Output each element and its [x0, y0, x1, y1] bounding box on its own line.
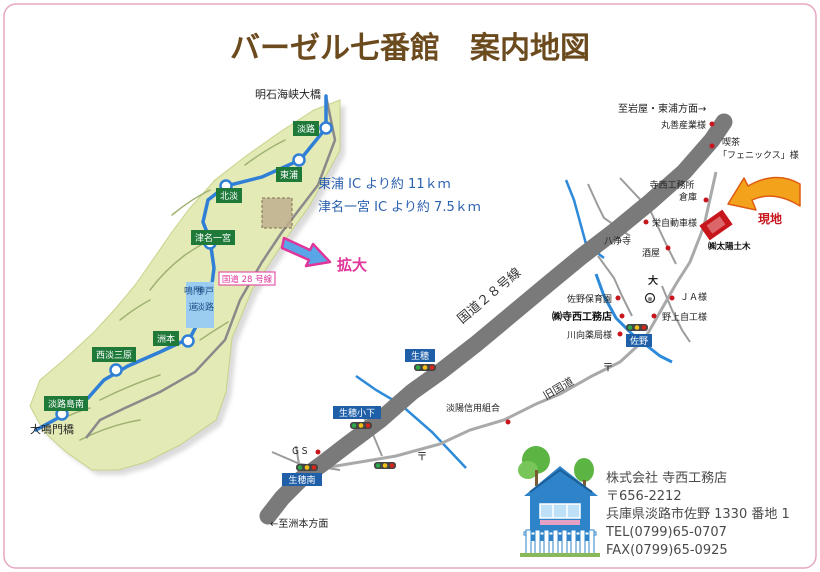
kobe-awaji-naruto-label: 神戸 淡路 鳴門 道	[184, 285, 214, 313]
post-office-icon-2: 〒	[417, 450, 428, 463]
svg-text:八浄寺: 八浄寺	[604, 235, 631, 247]
station-tsuna-ichinomiya: 津名一宮	[191, 230, 235, 250]
station-seidan-mihara: 西淡三原	[92, 347, 136, 377]
svg-text:淡路: 淡路	[196, 301, 214, 313]
place-jonan: ㈱太陽土木	[708, 241, 751, 252]
svg-text:「フェニックス」様: 「フェニックス」様	[718, 149, 799, 161]
svg-text:佐野: 佐野	[630, 335, 648, 347]
signal-unnamed	[374, 462, 396, 469]
svg-text:生穂南: 生穂南	[288, 474, 315, 486]
svg-text:神戸: 神戸	[196, 285, 214, 297]
zoom-area	[261, 197, 293, 229]
genchi-arrow-icon	[727, 176, 801, 211]
place-awaji-shinkumi: 淡陽信用組合	[446, 402, 511, 425]
svg-text:寺西工務所: 寺西工務所	[649, 179, 694, 191]
place-hachijo: 八浄寺	[604, 235, 631, 247]
svg-text:洲本: 洲本	[157, 333, 175, 345]
svg-text:丸善産業様: 丸善産業様	[661, 119, 706, 131]
signal-ikuho: 生穂	[405, 349, 436, 371]
place-sano-hoikuen: 佐野保育園	[567, 293, 621, 305]
destination-building: ㈱太陽土木	[699, 209, 751, 252]
svg-text:栄自動車様: 栄自動車様	[652, 217, 697, 229]
svg-text:ＧＳ: ＧＳ	[291, 447, 309, 457]
to-iwaya-label: 至岩屋・東浦方面→	[618, 102, 706, 115]
svg-text:大: 大	[648, 274, 658, 287]
svg-text:道: 道	[188, 301, 197, 313]
company-fax: FAX(0799)65-0925	[606, 543, 728, 558]
detail-map: 国道２８号線 旧国道 至岩屋・東浦方面→ ←至洲本方面 生穂 生穂小下 生穂南	[259, 102, 801, 530]
company-tel: TEL(0799)65-0707	[605, 525, 727, 540]
zoom-label: 拡大	[337, 256, 367, 274]
svg-text:㈱寺西工務店: ㈱寺西工務店	[552, 310, 612, 323]
place-eiji: 栄自動車様	[643, 217, 697, 229]
bridge-naruto: 大鳴門橋	[30, 422, 74, 436]
overview-route28	[85, 95, 337, 439]
place-gs: ＧＳ	[291, 447, 321, 457]
station-hokudan: 北淡	[216, 179, 242, 203]
old-road	[323, 171, 718, 470]
to-sumoto-label: ←至洲本方面	[270, 517, 328, 530]
place-teranishi-warehouse: 寺西工務所 倉庫	[649, 179, 709, 203]
overview-route28-label: 国道 28 号線	[222, 274, 273, 285]
svg-text:倉庫: 倉庫	[679, 191, 697, 203]
svg-text:酒屋: 酒屋	[642, 248, 660, 259]
company-zip: 〒656-2212	[606, 489, 682, 504]
place-ja: ＪＡ様	[669, 291, 707, 303]
svg-text:淡陽信用組合: 淡陽信用組合	[446, 402, 500, 414]
svg-text:北淡: 北淡	[220, 191, 238, 202]
company-name: 株式会社 寺西工務店	[606, 470, 727, 486]
station-awajishima-minami: 淡路島南	[44, 396, 88, 421]
station-higashiura: 東浦	[276, 153, 306, 182]
svg-text:喫茶: 喫茶	[722, 136, 740, 148]
place-nojo: 野上自工様	[651, 311, 707, 323]
distance-higashiura: 東浦 IC より約 11ｋｍ	[318, 176, 451, 192]
svg-text:ＪＡ様: ＪＡ様	[680, 291, 707, 303]
place-sakaya: 酒屋	[642, 245, 671, 259]
zoom-arrow-icon	[280, 236, 332, 268]
svg-text:生穂: 生穂	[411, 350, 429, 362]
svg-text:津名一宮: 津名一宮	[195, 232, 231, 244]
place-cafe-phoenix: 喫茶 「フェニックス」様	[709, 136, 799, 161]
signal-ikuho-koshita: 生穂小下	[333, 406, 381, 429]
place-dai: 大 ⊗	[644, 274, 658, 304]
svg-text:西淡三原: 西淡三原	[96, 350, 132, 361]
place-teranishi-store: ㈱寺西工務店	[552, 310, 625, 323]
bridge-akashi: 明石海峡大橋	[255, 87, 321, 101]
distance-tsuna: 津名一宮 IC より約 7.5ｋｍ	[318, 199, 481, 215]
house-illustration	[518, 446, 600, 557]
post-office-icon: 〒	[603, 361, 614, 374]
svg-text:淡路島南: 淡路島南	[48, 398, 84, 410]
svg-text:⊗: ⊗	[647, 296, 652, 303]
svg-text:東浦: 東浦	[280, 169, 298, 181]
svg-text:鳴門: 鳴門	[184, 285, 202, 297]
signal-ikuho-minami: 生穂南	[282, 464, 322, 486]
svg-text:川向薬局様: 川向薬局様	[567, 329, 612, 341]
place-kawamukai: 川向薬局様	[567, 329, 623, 341]
svg-text:野上自工様: 野上自工様	[662, 311, 707, 323]
place-marusen: 丸善産業様	[661, 119, 715, 131]
genchi-label: 現地	[758, 211, 782, 226]
station-sumoto: 洲本	[153, 331, 195, 348]
company-address: 兵庫県淡路市佐野 1330 番地 1	[606, 506, 790, 522]
company-info: 株式会社 寺西工務店 〒656-2212 兵庫県淡路市佐野 1330 番地 1 …	[605, 470, 790, 558]
page-title: バーゼル七番館 案内地図	[230, 31, 590, 66]
signal-sano: 佐野	[626, 324, 652, 347]
station-awaji: 淡路	[293, 121, 333, 136]
overview-map: 淡路 東浦 北淡 津名一宮 洲本 西淡三原	[29, 87, 481, 475]
svg-text:淡路: 淡路	[297, 123, 315, 135]
svg-text:佐野保育園: 佐野保育園	[567, 293, 612, 305]
svg-text:生穂小下: 生穂小下	[339, 407, 375, 419]
